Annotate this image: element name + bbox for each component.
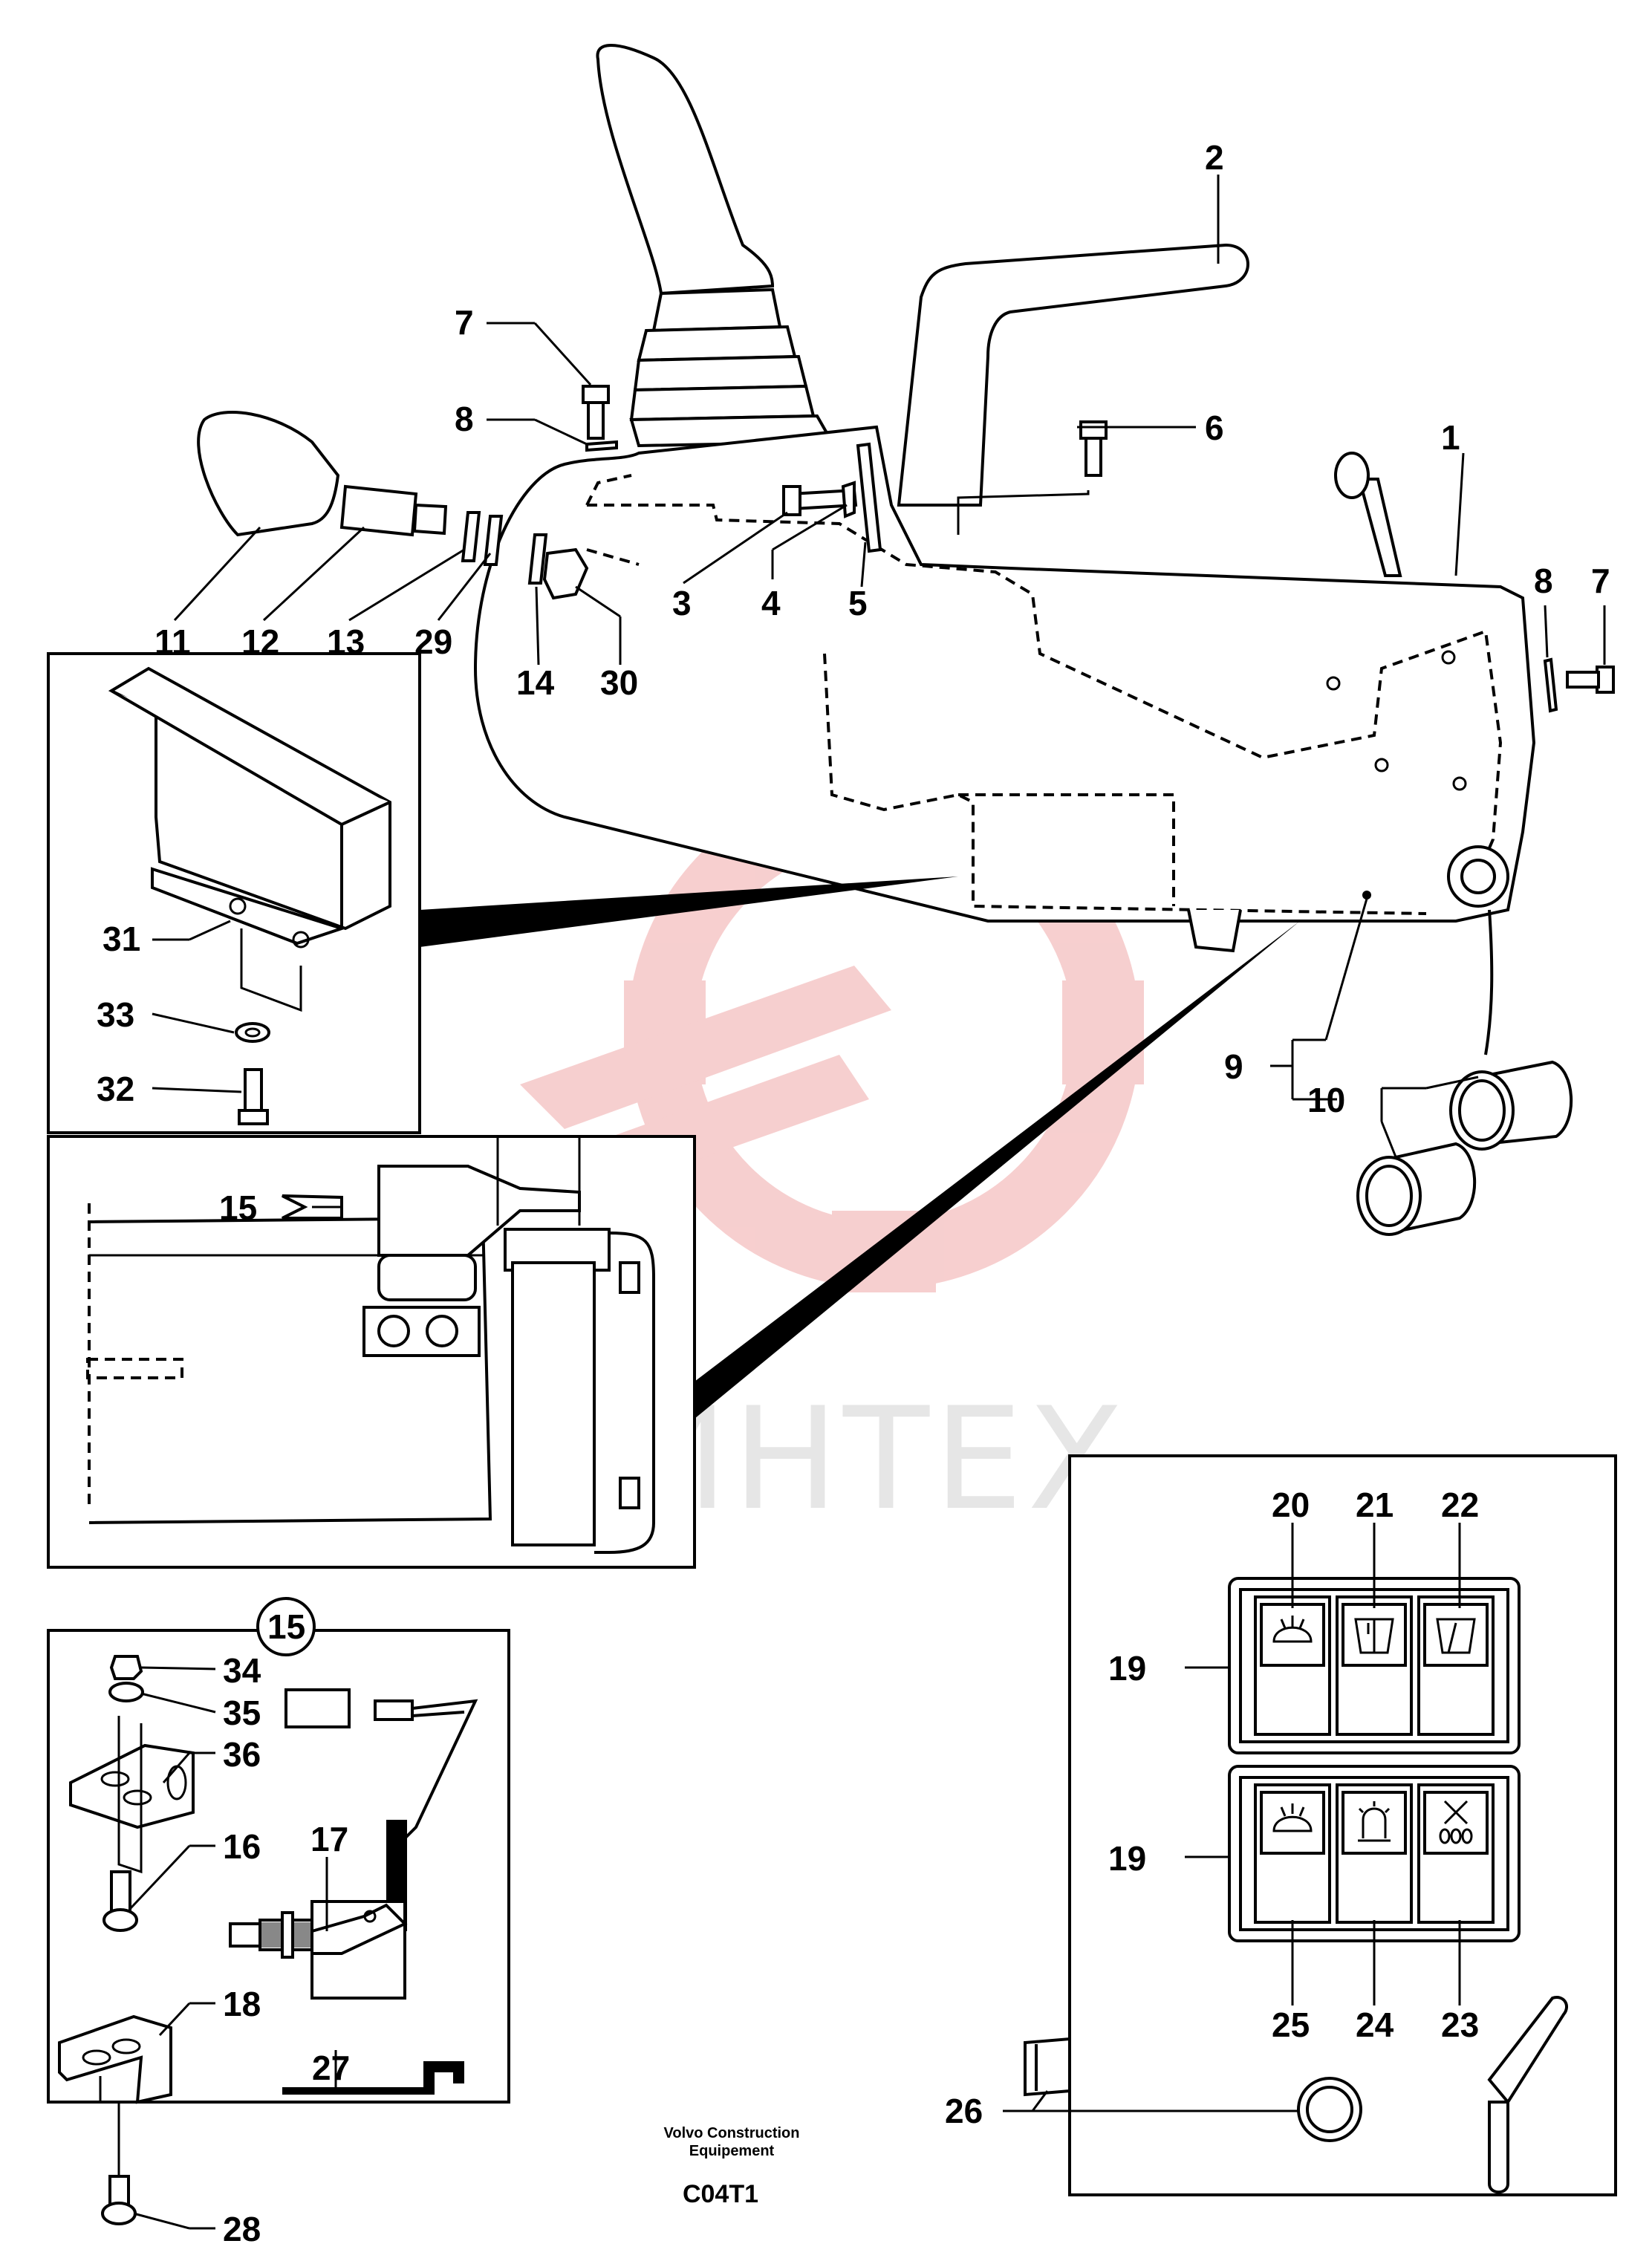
callout-25: 25 <box>1272 2005 1310 2044</box>
callout-16: 16 <box>223 1827 261 1866</box>
inset-switch-mount <box>47 1135 696 1569</box>
callout-2: 2 <box>1205 138 1224 177</box>
bush-pair <box>1356 1060 1573 1236</box>
callout-28: 28 <box>223 2210 261 2248</box>
caption-maker-line1: Volvo Construction <box>664 2125 800 2141</box>
callout-15-circle: 15 <box>267 1607 305 1646</box>
callout-7-right: 7 <box>1591 562 1610 600</box>
callout-1: 1 <box>1441 418 1460 457</box>
callout-27: 27 <box>312 2049 350 2087</box>
callout-18: 18 <box>223 1985 261 2023</box>
callout-6: 6 <box>1205 409 1224 447</box>
callout-32: 32 <box>97 1070 134 1108</box>
caption-maker-line2: Equipement <box>689 2143 775 2159</box>
callout-4: 4 <box>761 584 781 622</box>
callout-35: 35 <box>223 1694 261 1732</box>
callout-15: 15 <box>219 1188 257 1227</box>
inset-switch-panel <box>1003 1454 1617 2196</box>
callout-5: 5 <box>848 584 868 622</box>
callout-24: 24 <box>1356 2005 1394 2044</box>
callout-19-upper: 19 <box>1108 1649 1146 1688</box>
callout-8-right: 8 <box>1534 562 1553 600</box>
callout-12: 12 <box>241 622 279 661</box>
callout-31: 31 <box>103 920 140 958</box>
detail-pointer-31 <box>420 876 958 947</box>
inset-switch-parts <box>47 1597 510 2230</box>
callout-20: 20 <box>1272 1486 1310 1524</box>
callout-21: 21 <box>1356 1486 1394 1524</box>
callout-8-top: 8 <box>455 400 474 438</box>
callout-19-lower: 19 <box>1108 1839 1146 1878</box>
callout-34: 34 <box>223 1651 261 1690</box>
callout-3: 3 <box>672 584 692 622</box>
inset-cover-31 <box>47 652 421 1134</box>
callout-10: 10 <box>1307 1081 1345 1119</box>
callout-23: 23 <box>1441 2005 1479 2044</box>
callout-33: 33 <box>97 995 134 1034</box>
control-panel-assembly <box>197 44 1615 1236</box>
callout-11: 11 <box>155 622 191 661</box>
callout-14: 14 <box>516 663 555 702</box>
callout-labels: 1 2 3 4 5 6 7 7 8 8 9 10 11 12 13 29 14 … <box>97 138 1610 2248</box>
leader-lines-main <box>173 175 1606 1159</box>
detail-pointer-15 <box>695 921 1300 1419</box>
callout-36: 36 <box>223 1735 261 1774</box>
callout-26: 26 <box>945 2092 983 2130</box>
callout-22: 22 <box>1441 1486 1479 1524</box>
caption: Volvo Construction Equipement C04T1 <box>664 2125 800 2208</box>
caption-code: C04T1 <box>683 2180 758 2208</box>
callout-30: 30 <box>600 663 638 702</box>
callout-7-top: 7 <box>455 303 474 342</box>
callout-13: 13 <box>327 622 365 661</box>
callout-17: 17 <box>310 1820 348 1858</box>
callout-9: 9 <box>1224 1047 1243 1086</box>
callout-29: 29 <box>414 622 452 661</box>
